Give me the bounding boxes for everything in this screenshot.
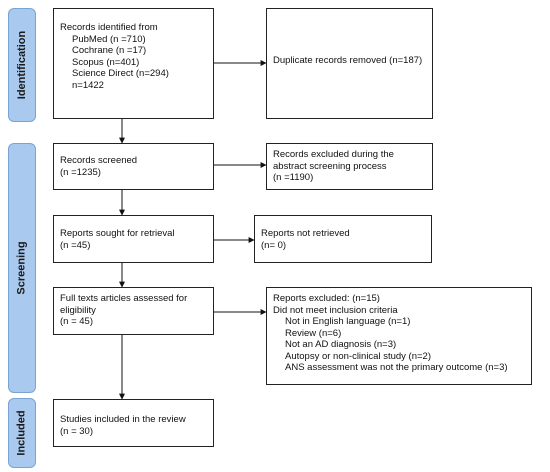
exclusion-reason-item: ANS assessment was not the primary outco… — [285, 362, 508, 373]
exclusion-reason-item: Autopsy or non-clinical study (n=2) — [285, 350, 432, 362]
records-excluded-line2: abstract screening process — [273, 160, 387, 172]
exclusion-reason-item: Not in English language (n=1) — [285, 316, 411, 327]
not-retrieved-box: Reports not retrieved (n= 0) — [254, 215, 432, 263]
not-retrieved-count: (n= 0) — [261, 239, 287, 251]
exclusion-reason-item: Review (n=6) — [285, 327, 342, 339]
source-pubmed: PubMed (n =710) — [72, 33, 146, 45]
phase-identification: Identification — [8, 8, 36, 122]
records-excluded-line1: Records excluded during the — [273, 149, 394, 160]
reports-retrieval-title: Reports sought for retrieval — [60, 228, 175, 239]
reports-retrieval-box: Reports sought for retrieval (n =45) — [53, 215, 214, 263]
exclusion-reason-item: Not an AD diagnosis (n=3) — [285, 339, 397, 350]
records-screened-title: Records screened — [60, 155, 138, 166]
records-excluded-count: (n =1190) — [273, 172, 314, 183]
not-retrieved-title: Reports not retrieved — [261, 228, 350, 239]
eligibility-line1: Full texts articles assessed for — [60, 293, 188, 304]
reports-excluded-title: Reports excluded: (n=15) — [273, 293, 380, 304]
source-science-direct: Science Direct (n=294) — [72, 68, 169, 79]
source-scopus: Scopus (n=401) — [72, 56, 140, 68]
phase-included: Included — [8, 398, 36, 468]
eligibility-count: (n = 45) — [60, 316, 94, 327]
reports-excluded-subtitle: Did not meet inclusion criteria — [273, 304, 398, 316]
records-screened-count: (n =1235) — [60, 166, 101, 178]
records-identified-total: n=1422 — [72, 79, 104, 91]
duplicates-text: Duplicate records removed (n=187) — [273, 55, 423, 66]
duplicates-box: Duplicate records removed (n=187) — [266, 8, 433, 119]
studies-included-title: Studies included in the review — [60, 414, 186, 425]
reports-retrieval-count: (n =45) — [60, 239, 91, 251]
studies-included-box: Studies included in the review (n = 30) — [53, 399, 214, 447]
eligibility-box: Full texts articles assessed for eligibi… — [53, 287, 214, 335]
records-identified-title: Records identified from — [60, 22, 158, 33]
phase-screening: Screening — [8, 143, 36, 393]
eligibility-line2: eligibility — [60, 304, 96, 316]
records-identified-box: Records identified from PubMed (n =710) … — [53, 8, 214, 119]
records-excluded-box: Records excluded during the abstract scr… — [266, 143, 433, 190]
studies-included-count: (n = 30) — [60, 425, 94, 437]
reports-excluded-box: Reports excluded: (n=15) Did not meet in… — [266, 287, 532, 385]
source-cochrane: Cochrane (n =17) — [72, 45, 147, 56]
records-screened-box: Records screened (n =1235) — [53, 143, 214, 190]
